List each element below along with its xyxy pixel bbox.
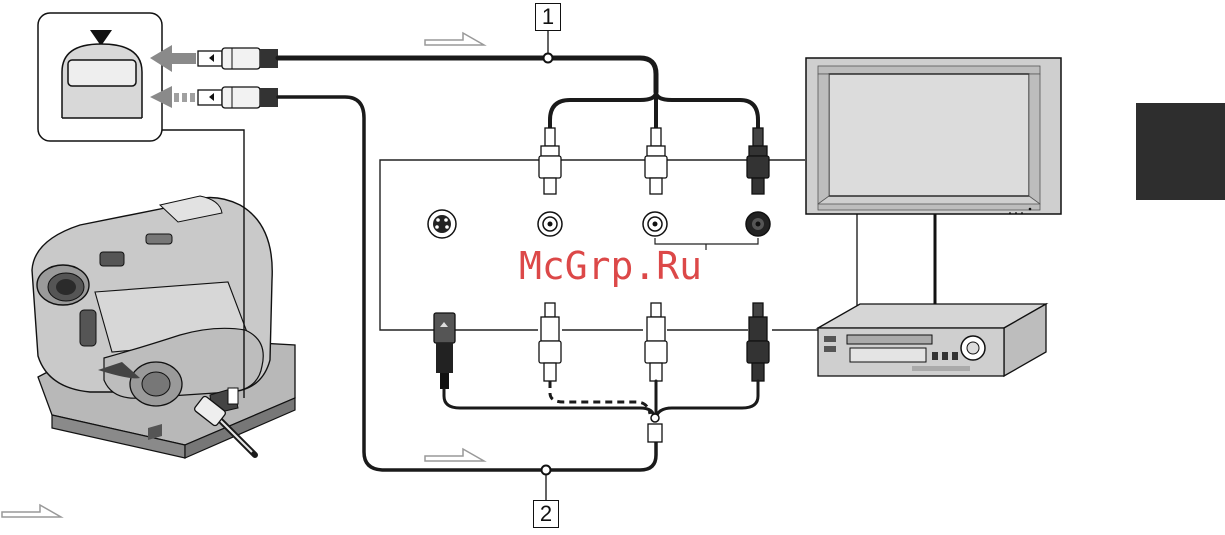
rca-jack-icon	[538, 212, 562, 236]
watermark-text: McGrp.Ru	[519, 244, 702, 288]
rca-plug-audio-red	[747, 128, 769, 194]
camcorder-with-dock	[32, 196, 295, 458]
rca-plug-audio-white	[645, 128, 667, 194]
rca-jack-icon	[643, 212, 667, 236]
rca-plug-lower-video	[539, 303, 561, 381]
signal-direction-arrow	[425, 449, 484, 461]
cable-1	[278, 58, 758, 128]
cable-2-marker	[542, 466, 551, 475]
callout-1: 1	[535, 3, 561, 31]
signal-direction-arrow	[425, 33, 484, 45]
section-tab	[1136, 103, 1225, 200]
legend-signal-arrow	[2, 505, 61, 517]
lower-cable-bundle	[444, 381, 758, 418]
vcr	[818, 304, 1046, 376]
av-plug-cable-1	[198, 48, 278, 69]
rca-plug-video	[539, 128, 561, 194]
cable-1-marker	[544, 54, 553, 63]
tv-set	[806, 58, 1061, 312]
s-video-jack-icon	[428, 210, 456, 238]
rca-plug-lower-red	[747, 303, 769, 381]
connector-detail-box	[38, 13, 162, 141]
av-jack-socket	[68, 60, 136, 86]
s-video-plug	[434, 313, 455, 389]
callout-2: 2	[533, 500, 559, 528]
cable-2-plug	[648, 424, 662, 442]
rca-plug-lower-white	[645, 303, 667, 381]
av-plug-cable-2	[198, 87, 278, 108]
rca-jack-icon	[746, 212, 770, 236]
